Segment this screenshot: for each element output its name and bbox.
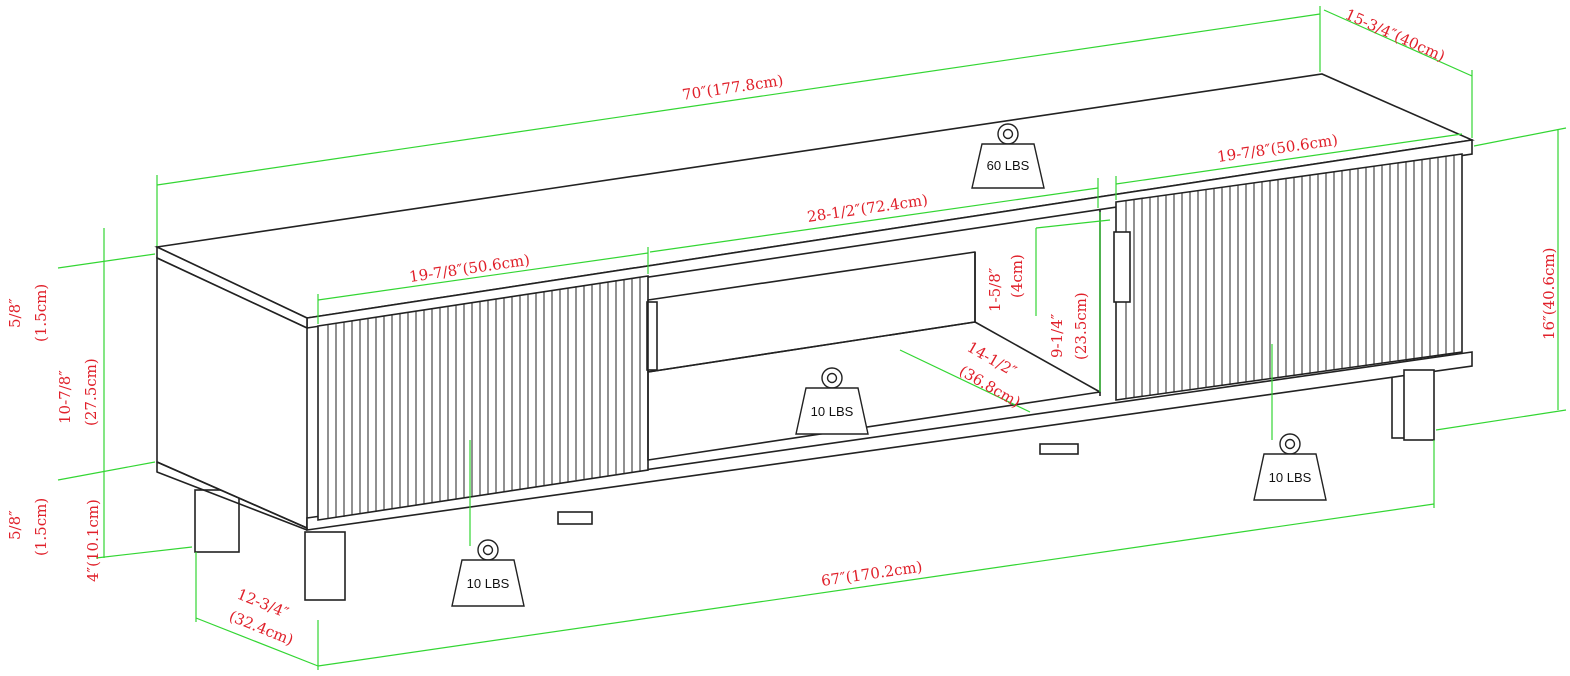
dimension-lines [57,6,1567,670]
label-total-height: 16″(40.6cm) [1540,248,1558,340]
weight-icon-middle-shelf: 10 LBS [795,367,869,435]
weight-label-top: 60 LBS [987,158,1030,173]
weight-label-middle-shelf: 10 LBS [811,404,854,419]
weight-icon-right-cabinet: 10 LBS [1253,433,1327,501]
weight-icon-left-cabinet: 10 LBS [451,539,525,607]
label-top-thickness-cm: (1.5cm) [32,284,50,342]
label-leg-height: 4″(10.1cm) [84,499,102,582]
left-door-handle [646,301,658,371]
left-door-flutes [327,277,641,519]
leg-front-right [1403,369,1435,441]
label-cabinet-height-cm: (27.5cm) [82,358,100,426]
label-top-thickness-in: 5/8″ [6,298,24,328]
leg-front-left [304,531,346,601]
base-side-edge [156,461,308,531]
label-bottom-thickness-in: 5/8″ [6,510,24,540]
weight-icon-top: 60 LBS [971,123,1045,189]
label-depth-top: 15-3/4″(40cm) [1342,5,1447,65]
right-cabinet-door [1115,153,1463,401]
base-front-edge [306,351,1473,531]
label-cabinet-height-in: 10-7/8″ [56,370,74,424]
weight-label-right-cabinet: 10 LBS [1269,470,1312,485]
label-total-width: 70″(177.8cm) [681,71,785,104]
tv-stand-drawing [154,73,1475,601]
leg-back-left [194,489,240,553]
label-bottom-thickness-cm: (1.5cm) [32,498,50,556]
foot-center-back [1039,443,1079,455]
foot-center-front [557,511,593,525]
label-shelf-clearance-cm: (4cm) [1008,254,1026,298]
label-interior-height-in: 9-1/4″ [1048,313,1066,358]
weight-label-left-cabinet: 10 LBS [467,576,510,591]
right-door-flutes [1125,155,1455,399]
label-shelf-clearance-in: 1-5/8″ [986,267,1004,312]
label-interior-height-cm: (23.5cm) [1072,292,1090,360]
right-door-handle [1113,231,1131,303]
